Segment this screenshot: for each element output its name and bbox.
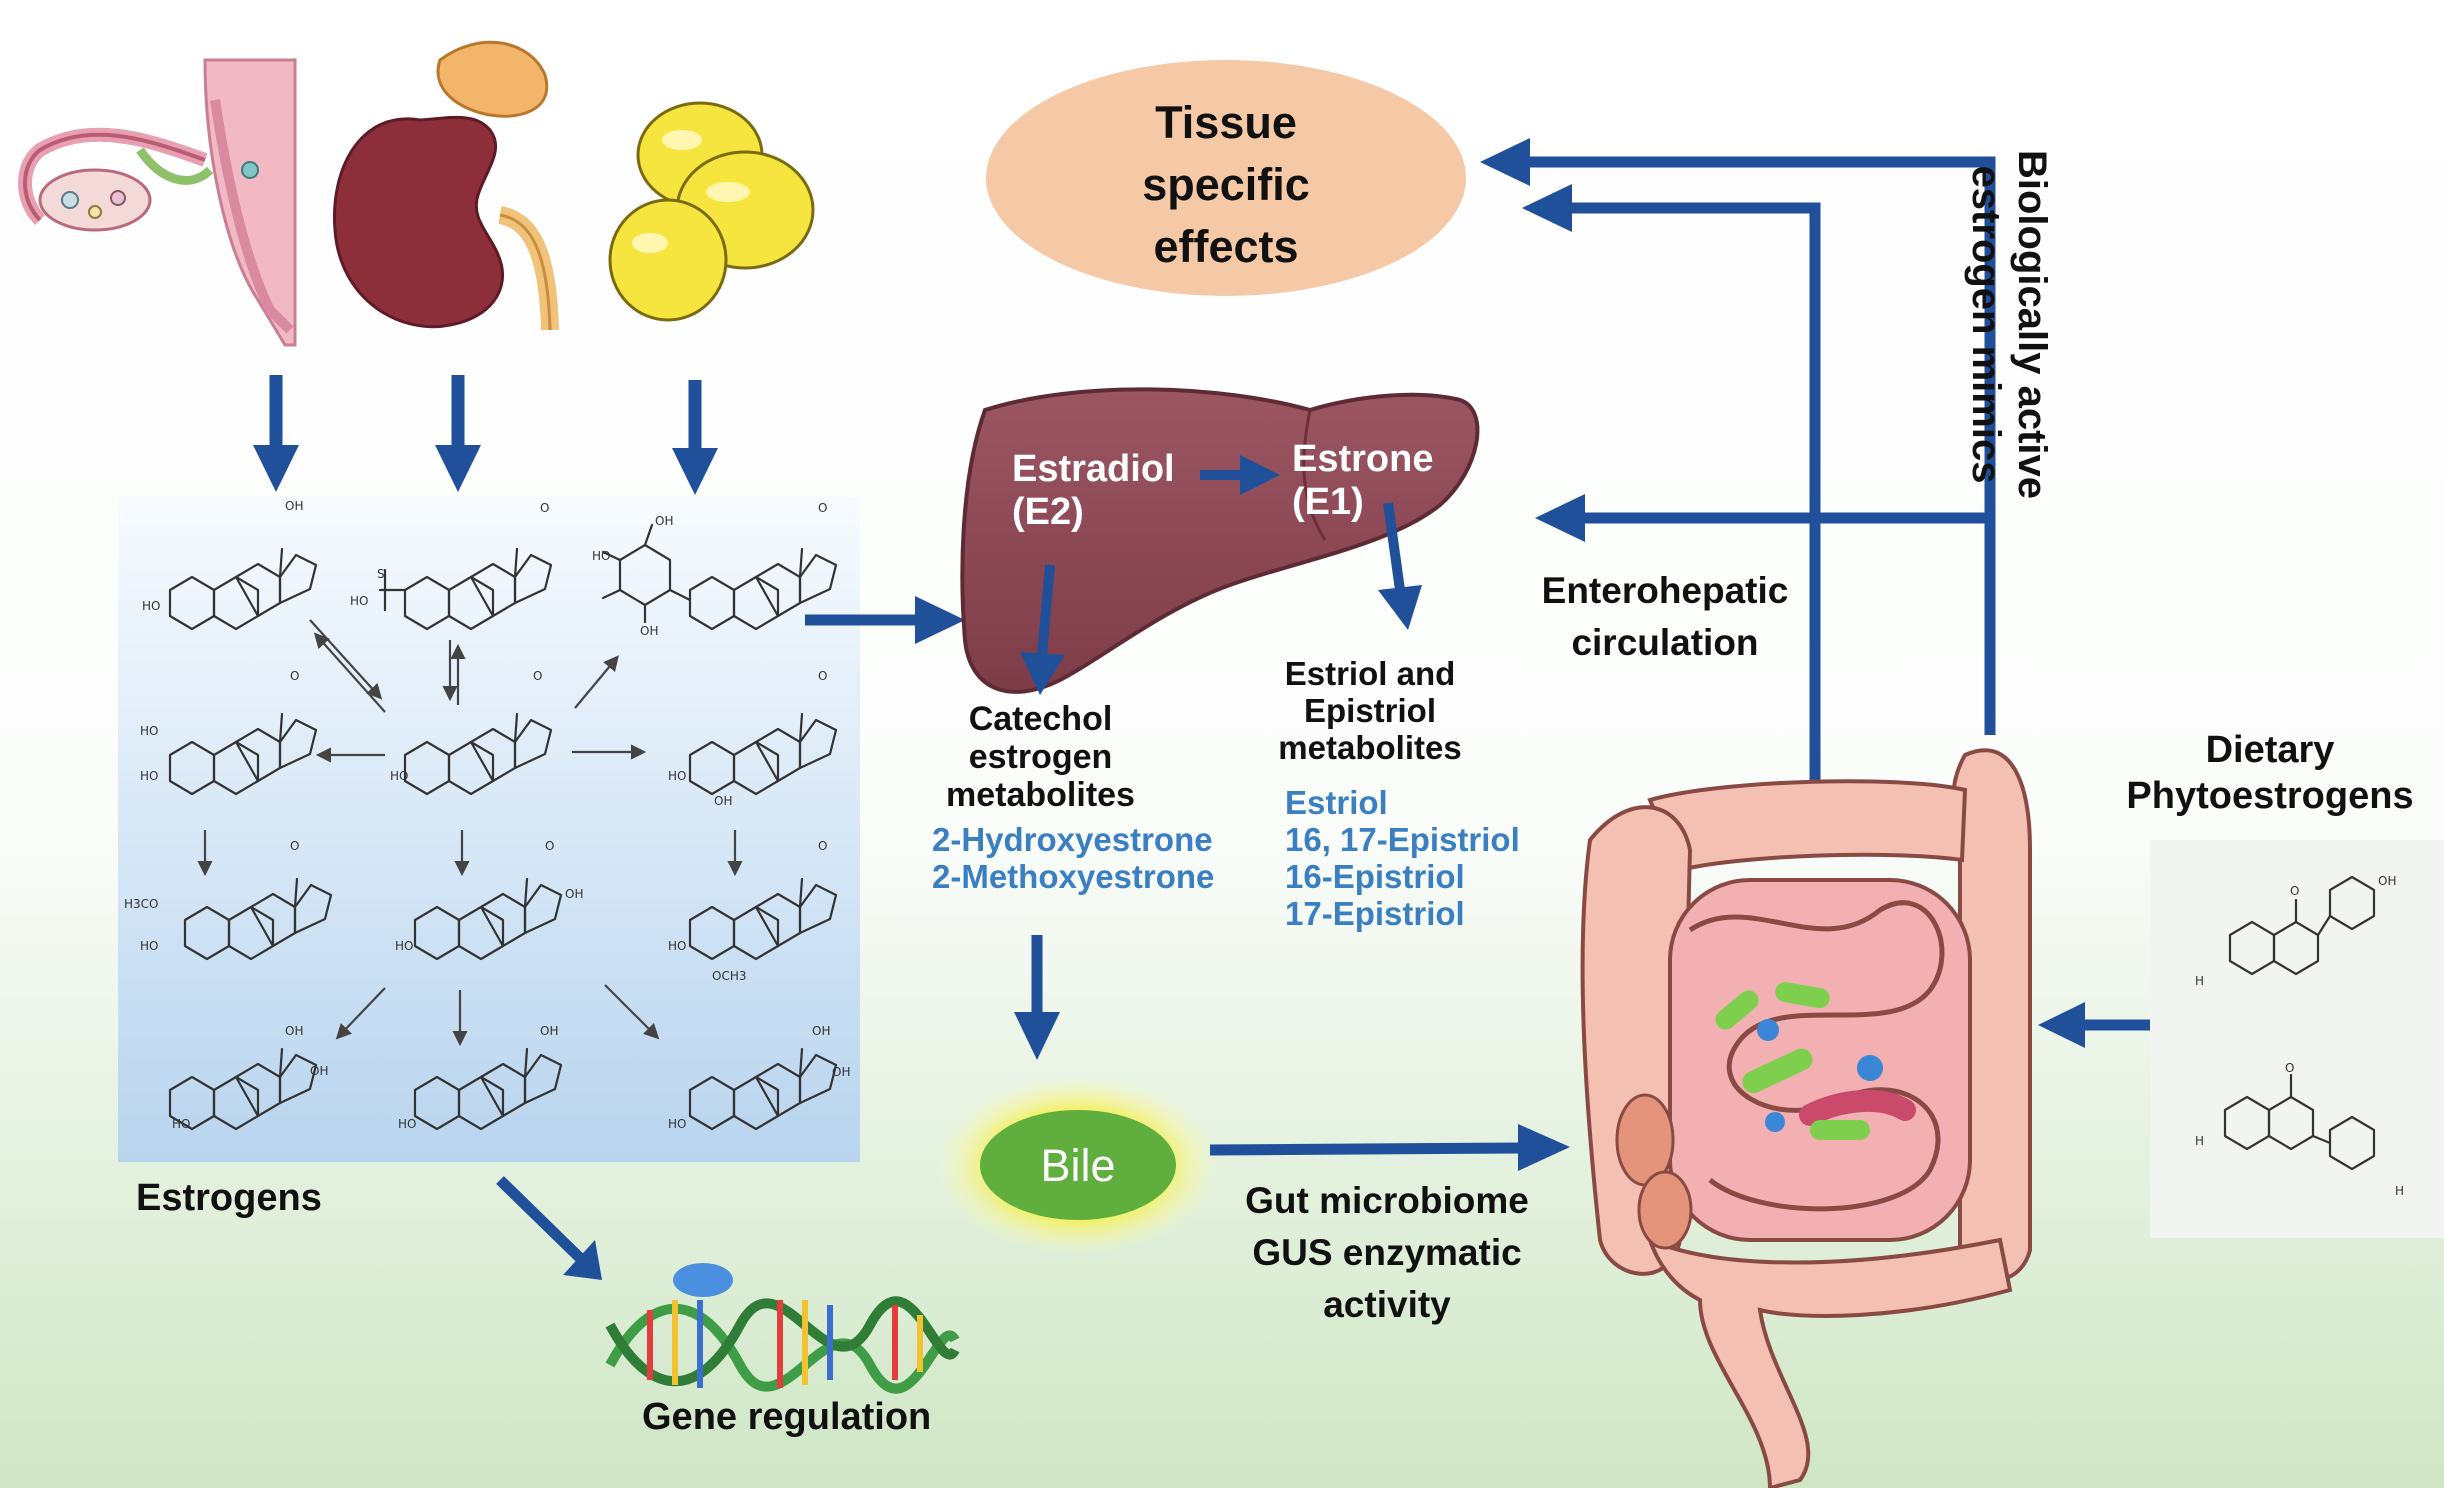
dietary-label: Dietary Phytoestrogens: [2126, 729, 2414, 817]
kidney-adrenal-icon: [332, 40, 559, 331]
interconversion-arrows: [197, 619, 743, 1047]
atom-oh: OH: [285, 499, 303, 513]
gene-regulation-label: Gene regulation: [642, 1396, 932, 1438]
estradiol-label: Estradiol (E2): [1012, 448, 1175, 533]
atom-oh: OH: [640, 624, 658, 638]
atom-s: S: [377, 567, 385, 581]
atom-ho: HO: [592, 549, 610, 563]
bile-to-gut-arrow: [1209, 1124, 1570, 1171]
atom-h: H: [2395, 1184, 2404, 1198]
estriol-list: Estriol 16, 17-Epistriol 16-Epistriol 17…: [1285, 784, 1520, 932]
dna-helix-icon: [605, 1263, 960, 1394]
bile-label: Bile: [1040, 1140, 1116, 1191]
adipose-tissue-icon: [608, 101, 815, 322]
atom-ho: HO: [668, 1117, 686, 1131]
organ-arrows: [253, 375, 718, 495]
atom-oh: OH: [540, 1024, 558, 1038]
atom-o: O: [533, 669, 542, 683]
atom-o: O: [2285, 1061, 2294, 1075]
atom-o: O: [545, 839, 554, 853]
catechol-list: 2-Hydroxyestrone 2-Methoxyestrone: [932, 821, 1215, 895]
atom-h: H: [2195, 1134, 2204, 1148]
atom-ho: HO: [140, 769, 158, 783]
atom-o: O: [2290, 884, 2299, 898]
atom-o: O: [540, 501, 549, 515]
circulation-arrows: [1480, 138, 1996, 845]
atom-oh: OH: [714, 794, 732, 808]
atom-oh: OH: [655, 514, 673, 528]
intestine-icon: [1580, 748, 2032, 1488]
atom-oh: OH: [832, 1065, 850, 1079]
atom-ho: HO: [140, 939, 158, 953]
liver-icon: [960, 387, 1480, 694]
bile-icon: [936, 1075, 1220, 1255]
atom-o: O: [818, 501, 827, 515]
uterus-ovary-icon: [18, 58, 297, 347]
enterohepatic-label: Enterohepatic circulation: [1541, 570, 1789, 663]
atom-ho: HO: [668, 939, 686, 953]
atom-o: O: [290, 839, 299, 853]
atom-h: H: [2195, 974, 2204, 988]
atom-ho: HO: [668, 769, 686, 783]
atom-ho: HO: [350, 594, 368, 608]
atom-ho: HO: [390, 769, 408, 783]
atom-oh: OH: [2378, 874, 2396, 888]
tissue-effects-label: Tissue specific effects: [1142, 97, 1310, 273]
atom-labels: OH HO O S HO OH HO OH O HO HO O HO O HO …: [124, 499, 850, 1131]
liver-arrows: [1014, 455, 1422, 1060]
atom-ho: HO: [395, 939, 413, 953]
conjugate-groups: [378, 523, 692, 624]
atom-och3: OCH3: [712, 969, 746, 983]
phytoestrogen-panel: O OH H O H H: [2150, 840, 2444, 1238]
estrogens-panel: [118, 497, 860, 1162]
bio-mimics-label: Biologically active estrogen mimics: [1964, 150, 2054, 500]
atom-ho: HO: [142, 599, 160, 613]
panel-to-liver-arrow: [805, 596, 965, 644]
steroid-structures: [168, 547, 838, 1131]
atom-ho: HO: [140, 724, 158, 738]
atom-oh: OH: [565, 887, 583, 901]
dietary-to-gut-arrow: [2038, 1002, 2150, 1048]
tissue-ellipse: [986, 60, 1466, 296]
estriol-heading: Estriol and Epistriol metabolites: [1278, 655, 1462, 766]
estrogens-to-gene-arrow: [496, 1176, 602, 1280]
gut-microbiome-label: Gut microbiome GUS enzymatic activity: [1245, 1180, 1529, 1325]
atom-oh: OH: [310, 1064, 328, 1078]
atom-ho: HO: [398, 1117, 416, 1131]
atom-o: O: [290, 669, 299, 683]
catechol-label: Catechol estrogen metabolites: [946, 700, 1135, 815]
atom-ho: HO: [172, 1117, 190, 1131]
estrone-label: Estrone (E1): [1292, 438, 1434, 523]
estrogens-label: Estrogens: [136, 1177, 322, 1219]
atom-o: O: [818, 839, 827, 853]
atom-oh: OH: [812, 1024, 830, 1038]
atom-oh: OH: [285, 1024, 303, 1038]
atom-h3co: H3CO: [124, 897, 158, 911]
atom-o: O: [818, 669, 827, 683]
